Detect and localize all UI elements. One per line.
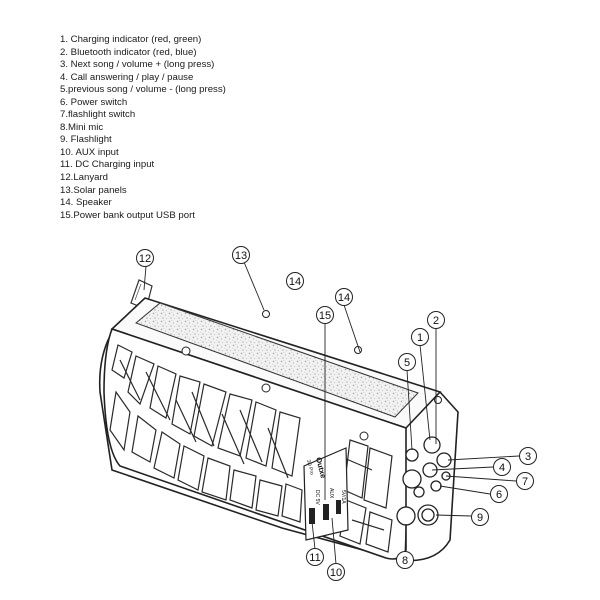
callout-4: 4 — [493, 458, 511, 476]
screws — [181, 310, 442, 441]
svg-text:6: 6 — [496, 489, 502, 501]
callout-7: 7 — [516, 472, 534, 490]
legend-item: 7.flashlight switch — [60, 109, 136, 121]
callout-5: 5 — [398, 353, 416, 371]
callout-13: 14 — [286, 272, 304, 290]
solar-panel — [135, 302, 419, 418]
svg-text:2: 2 — [433, 315, 439, 327]
port-label: AUX — [328, 488, 334, 499]
port-label: 5V/1A — [340, 490, 346, 504]
legend-item: 12.Lanyard — [60, 172, 109, 184]
svg-text:1: 1 — [417, 332, 423, 344]
svg-text:5: 5 — [404, 357, 410, 369]
legend-item: 3. Next song / volume + (long press) — [60, 59, 215, 71]
port-panel: Outxe 3D Pro DC 5V AUX 5V/1A — [303, 447, 349, 541]
svg-text:10: 10 — [330, 567, 342, 579]
callout-10: 10 — [327, 563, 345, 581]
legend-item: 4. Call answering / play / pause — [60, 71, 194, 83]
legend-item: 10. AUX input — [60, 146, 119, 158]
legend-item: 2. Bluetooth indicator (red, blue) — [60, 46, 197, 58]
callout-9: 9 — [471, 508, 489, 526]
brand-sublabel: 3D Pro — [305, 459, 315, 476]
port-label: DC 5V — [314, 490, 320, 505]
callout-11: 11 — [306, 548, 324, 566]
svg-text:13: 13 — [235, 250, 247, 262]
callout-6: 6 — [490, 485, 508, 503]
legend-item: 14. Speaker — [60, 197, 112, 209]
callout-lines — [143, 261, 520, 565]
svg-text:3: 3 — [525, 451, 531, 463]
legend-item: 13.Solar panels — [60, 184, 127, 196]
callout-2: 2 — [427, 311, 445, 329]
svg-text:4: 4 — [499, 462, 505, 474]
svg-text:12: 12 — [139, 253, 151, 265]
callout-14-top: 13 — [232, 246, 250, 264]
callout-1: 1 — [411, 328, 429, 346]
callout-8: 8 — [396, 551, 414, 569]
svg-text:11: 11 — [309, 552, 320, 564]
legend-item: 6. Power switch — [60, 96, 128, 108]
component-legend: 1. Charging indicator (red, green) 2. Bl… — [60, 34, 226, 222]
speaker-body: Outxe 3D Pro DC 5V AUX 5V/1A — [98, 297, 459, 562]
callout-3: 3 — [519, 447, 537, 465]
legend-item: 8.Mini mic — [60, 121, 104, 133]
svg-text:9: 9 — [477, 512, 483, 524]
speaker-grill — [109, 344, 393, 553]
callout-15: 15 — [316, 306, 334, 324]
legend-item: 11. DC Charging input — [60, 159, 155, 171]
control-buttons — [396, 436, 452, 526]
legend-item: 1. Charging indicator (red, green) — [60, 34, 202, 45]
svg-text:7: 7 — [522, 476, 528, 488]
callout-12: 12 — [136, 249, 154, 267]
legend-item: 9. Flashlight — [60, 134, 112, 146]
svg-text:15: 15 — [319, 310, 331, 322]
callout-14-side: 14 — [335, 288, 353, 306]
svg-text:14: 14 — [338, 292, 350, 304]
svg-text:14: 14 — [289, 276, 301, 288]
legend-item: 15.Power bank output USB port — [60, 209, 195, 221]
svg-text:8: 8 — [402, 555, 408, 567]
legend-item: 5.previous song / volume - (long press) — [60, 84, 226, 96]
